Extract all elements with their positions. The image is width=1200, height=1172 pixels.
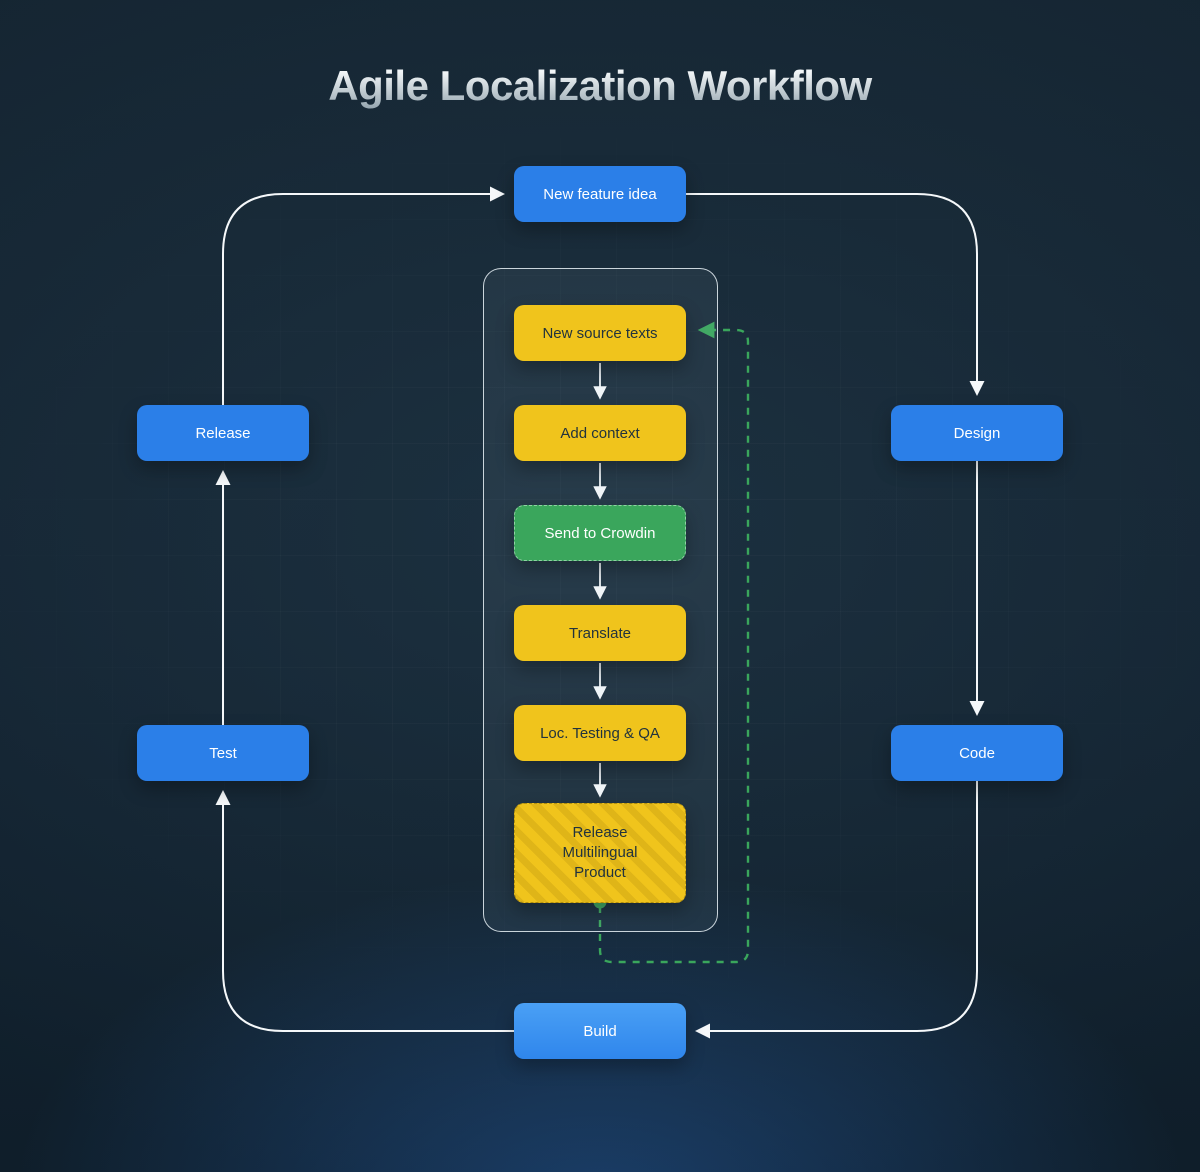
step-label: Release Multilingual Product	[562, 823, 638, 882]
node-label: Code	[959, 744, 995, 762]
node-label: New feature idea	[543, 185, 657, 203]
node-label: Build	[583, 1022, 617, 1040]
node-new-feature-idea: New feature idea	[514, 166, 686, 222]
node-label: Design	[953, 424, 1001, 442]
step-add-context: Add context	[514, 405, 686, 461]
node-code: Code	[891, 725, 1063, 781]
page-title: Agile Localization Workflow	[0, 62, 1200, 110]
node-release: Release	[137, 405, 309, 461]
node-test: Test	[137, 725, 309, 781]
node-label: Test	[209, 744, 237, 762]
step-label: Loc. Testing & QA	[540, 724, 660, 742]
node-label: Release	[195, 424, 251, 442]
step-release-multilingual-product: Release Multilingual Product	[514, 803, 686, 903]
node-build: Build	[514, 1003, 686, 1059]
step-send-to-crowdin: Send to Crowdin	[514, 505, 686, 561]
step-translate: Translate	[514, 605, 686, 661]
step-label: Add context	[560, 424, 640, 442]
step-new-source-texts: New source texts	[514, 305, 686, 361]
step-label: New source texts	[542, 324, 658, 342]
step-label: Send to Crowdin	[544, 524, 656, 542]
step-label: Translate	[569, 624, 631, 642]
node-design: Design	[891, 405, 1063, 461]
step-loc-testing-qa: Loc. Testing & QA	[514, 705, 686, 761]
